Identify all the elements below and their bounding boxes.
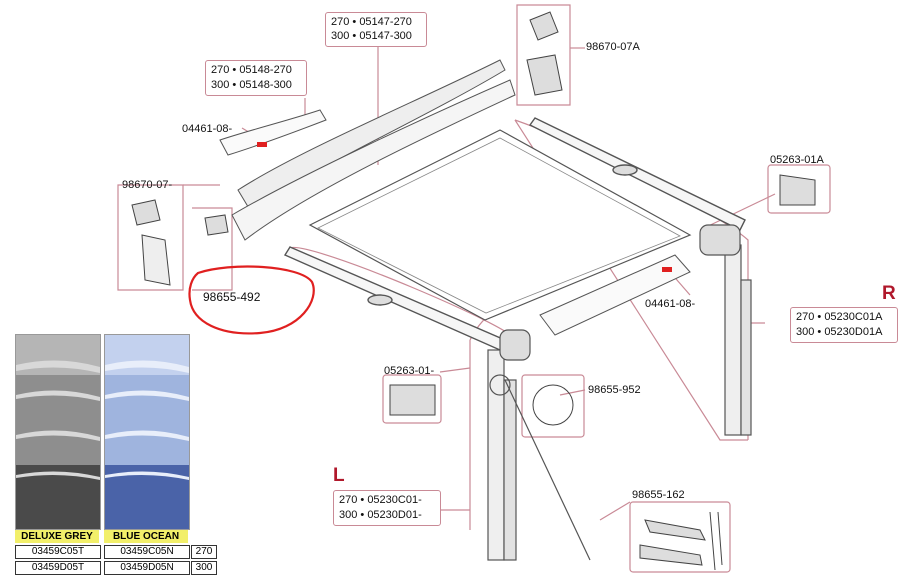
- right-leg-label-270: 270 • 05230C01A: [796, 311, 883, 323]
- left-leg-label-300: 300 • 05230D01-: [339, 509, 422, 521]
- mid-clip-label: 98655-492: [203, 290, 261, 304]
- support-legs: [487, 224, 752, 561]
- roller-housing-label-box: 270 • 05147-270 300 • 05147-300: [325, 12, 427, 47]
- joint-right-label: 05263-01A: [770, 154, 824, 166]
- left-leg-label-270: 270 • 05230C01-: [339, 494, 422, 506]
- front-rail-label-270: 270 • 05148-270: [211, 64, 292, 76]
- highlight-marks: [257, 142, 672, 272]
- right-leg-label-300: 300 • 05230D01A: [796, 326, 883, 338]
- fabric-name-deluxe-grey: DELUXE GREY: [15, 530, 99, 543]
- joint-left-label: 05263-01-: [384, 365, 435, 377]
- side-left-marker: L: [333, 465, 345, 486]
- size-270: 270: [191, 545, 217, 559]
- swatch-blue-ocean: [104, 334, 190, 530]
- awning-roller-housing: [219, 59, 516, 241]
- right-leg-label-box: 270 • 05230C01A 300 • 05230D01A: [790, 307, 898, 343]
- bracket-set-label: 98670-07A: [586, 41, 640, 53]
- highlight-circle: [188, 265, 315, 335]
- left-leg-label-box: 270 • 05230C01- 300 • 05230D01-: [333, 490, 441, 526]
- fabric-code-blue-ocean-300: 03459D05N: [104, 561, 190, 575]
- size-300: 300: [191, 561, 217, 575]
- canopy-fabric: [308, 129, 692, 336]
- fabric-name-blue-ocean: BLUE OCEAN: [104, 530, 188, 543]
- fabric-code-blue-ocean-270: 03459C05N: [104, 545, 190, 559]
- tension-rod: [489, 374, 591, 561]
- rafter-arms: [283, 117, 746, 351]
- lock-knob-label: 98655-952: [588, 384, 641, 396]
- fabric-code-deluxe-grey-300: 03459D05T: [15, 561, 101, 575]
- end-cap-mid-label: 04461-08-: [645, 298, 696, 310]
- swatch-blue-ocean-pattern: [105, 335, 189, 529]
- roller-housing-label-300: 300 • 05147-300: [331, 30, 412, 42]
- front-rail-label-box: 270 • 05148-270 300 • 05148-300: [205, 60, 307, 96]
- pegs-kit-label: 98655-162: [632, 489, 685, 501]
- swatch-deluxe-grey-pattern: [16, 335, 100, 529]
- roller-housing-label-270: 270 • 05147-270: [331, 16, 412, 28]
- fabric-code-deluxe-grey-270: 03459C05T: [15, 545, 101, 559]
- end-cap-top-label: 04461-08-: [182, 123, 233, 135]
- left-bracket-kit-label: 98670-07-: [122, 179, 173, 191]
- front-rail-label-300: 300 • 05148-300: [211, 79, 292, 91]
- side-right-marker: R: [882, 283, 896, 304]
- small-parts: [131, 11, 816, 571]
- leader-lines: [183, 45, 776, 521]
- swatch-deluxe-grey: [15, 334, 101, 530]
